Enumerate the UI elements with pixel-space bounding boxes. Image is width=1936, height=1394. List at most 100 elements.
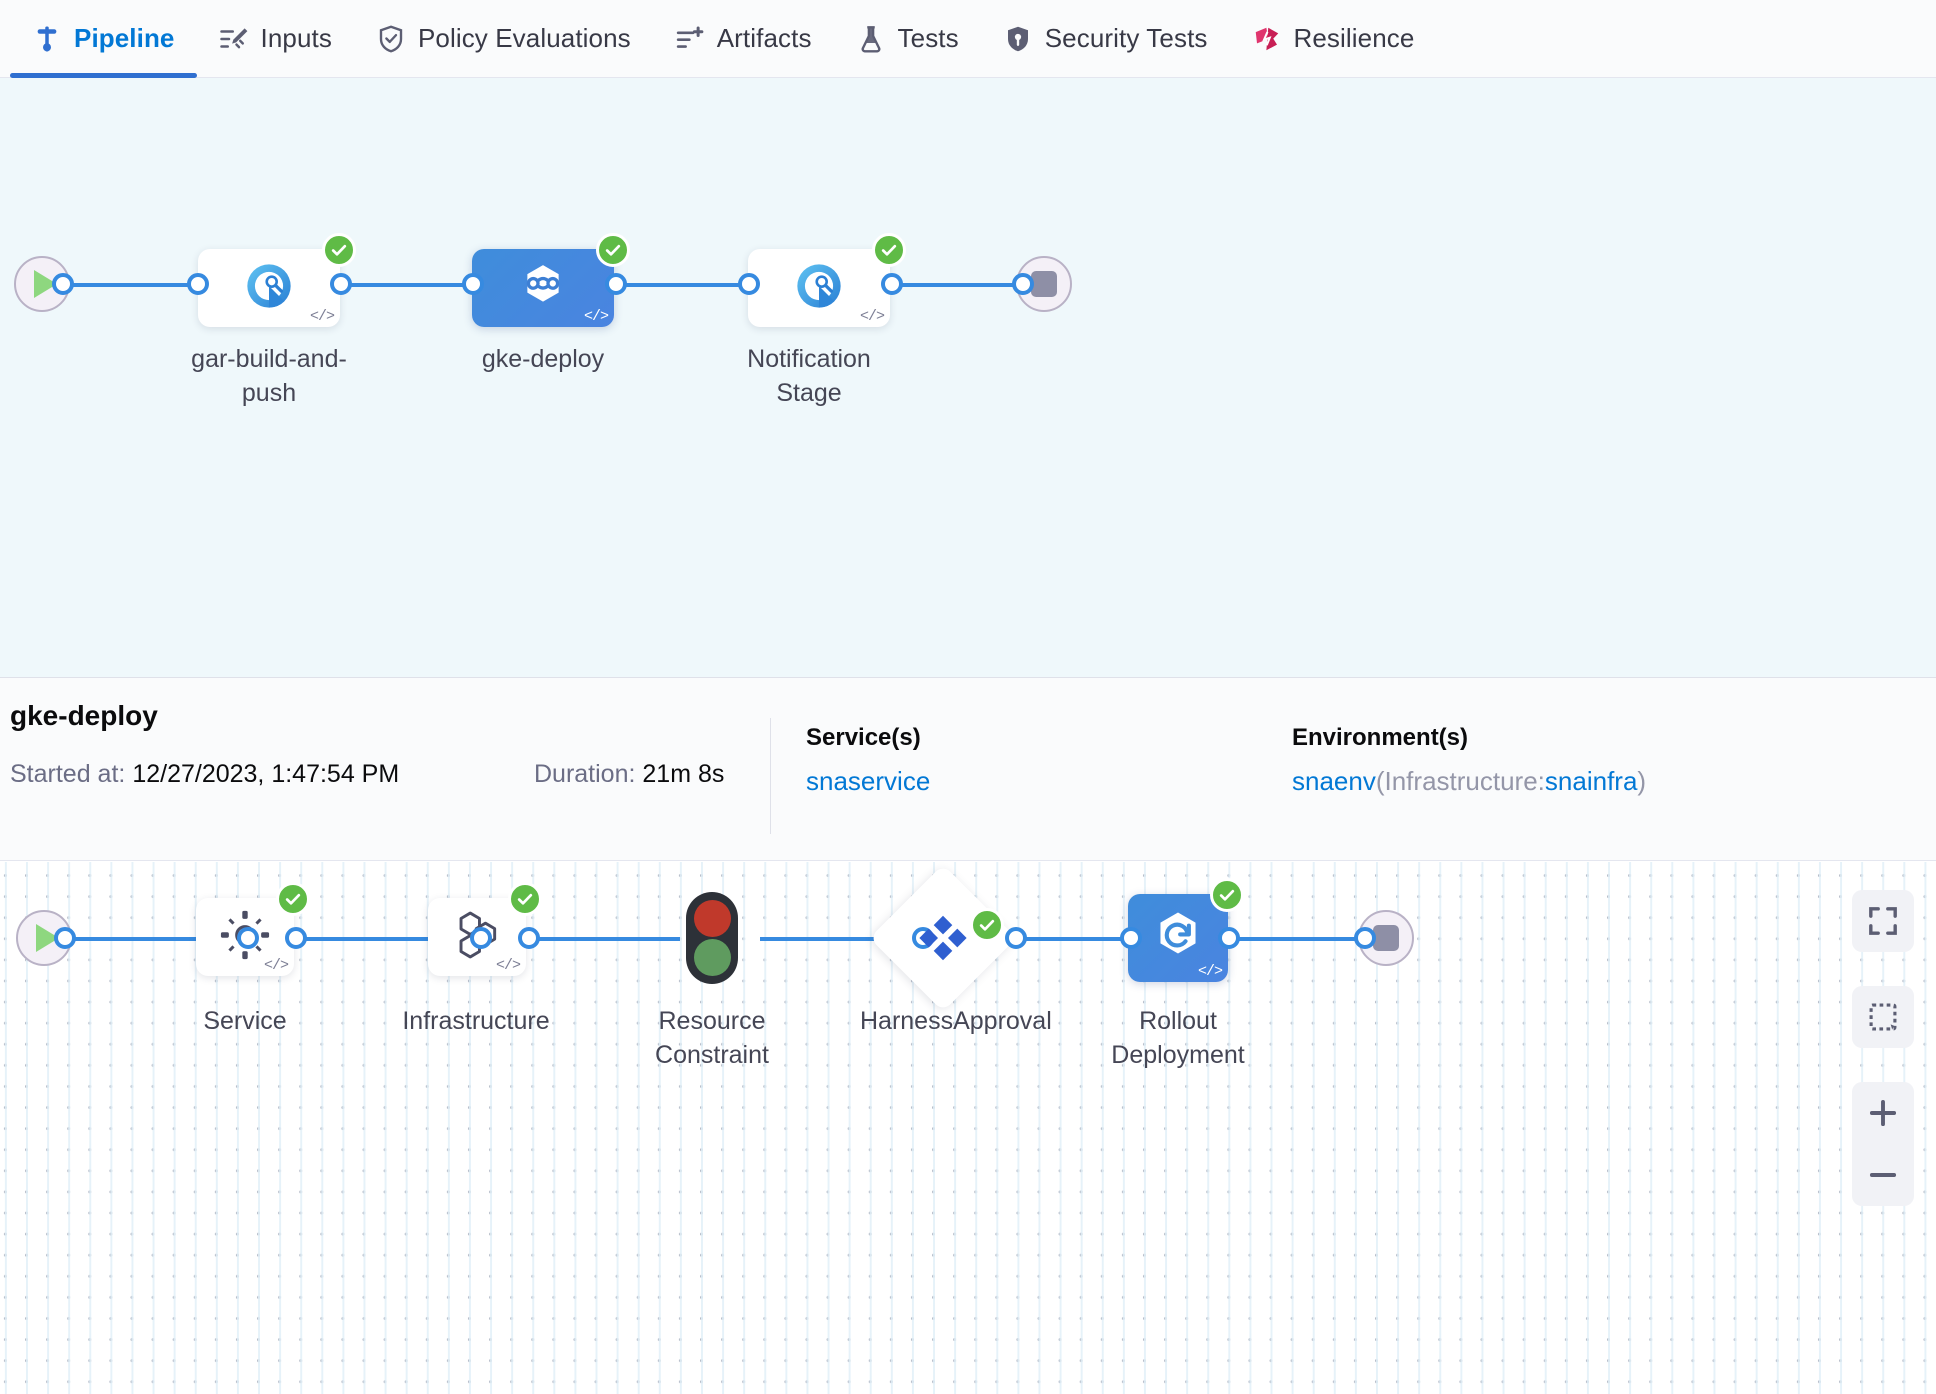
tab-pipeline[interactable]: Pipeline <box>10 0 197 78</box>
port-start-out <box>52 273 74 295</box>
tab-policy-evaluations[interactable]: Policy Evaluations <box>354 0 653 78</box>
harness-approval-icon <box>916 911 970 965</box>
edge-stage2-to-stage3 <box>615 283 860 287</box>
tab-label: Resilience <box>1293 23 1415 53</box>
duration: Duration: 21m 8s <box>534 760 724 789</box>
services-header: Service(s) <box>806 724 921 751</box>
environments-column: Environment(s) snaenv(Infrastructure:sna… <box>1292 724 1646 797</box>
port-infrastructure-in <box>470 927 492 949</box>
zoom-controls-group <box>1852 1082 1914 1206</box>
edge-stage1-to-stage2 <box>338 283 583 287</box>
port-stage3-out <box>881 273 903 295</box>
environments-header: Environment(s) <box>1292 724 1469 751</box>
tab-label: Pipeline <box>74 23 175 53</box>
port-stage2-out <box>605 273 627 295</box>
tab-security-tests[interactable]: Security Tests <box>981 0 1230 78</box>
started-at: Started at: 12/27/2023, 1:47:54 PM <box>10 760 399 789</box>
traffic-light-red-lamp <box>693 899 731 937</box>
pipeline-stage-label: Notification Stage <box>747 345 871 407</box>
duration-value: 21m 8s <box>642 760 725 788</box>
stage-details-panel <box>0 678 1936 861</box>
status-badge-success <box>322 233 356 267</box>
execution-step-rollout-deployment[interactable]: </> <box>1128 878 1244 982</box>
tab-label: Policy Evaluations <box>417 23 631 53</box>
pipeline-stage-label: gar-build-and-push <box>191 345 347 407</box>
resilience-icon <box>1252 24 1282 54</box>
pipeline-stage-gke-deploy[interactable]: </> <box>472 233 630 327</box>
minus-icon <box>1865 1157 1901 1193</box>
ci-build-icon <box>243 260 295 317</box>
ci-build-icon <box>793 260 845 317</box>
edge-start-to-service <box>50 937 245 941</box>
status-badge-success <box>508 882 542 916</box>
execution-step-label: Service <box>203 1007 287 1035</box>
status-badge-success <box>276 882 310 916</box>
tab-label: Security Tests <box>1044 23 1208 53</box>
flask-icon <box>856 24 886 54</box>
tab-bar: Pipeline Inputs Policy Evaluations <box>0 0 1936 78</box>
code-badge[interactable]: </> <box>495 957 521 974</box>
security-shield-icon <box>1003 24 1033 54</box>
execution-graph-canvas[interactable]: </> Service </> <box>0 862 1936 1394</box>
code-badge[interactable]: </> <box>583 308 609 325</box>
inputs-icon <box>219 24 249 54</box>
tab-inputs[interactable]: Inputs <box>197 0 354 78</box>
tab-resilience[interactable]: Resilience <box>1230 0 1437 78</box>
pipeline-end-node[interactable] <box>1016 256 1072 312</box>
execution-step-label: HarnessApproval <box>860 1007 1052 1035</box>
expand-icon <box>1866 904 1900 938</box>
status-badge-success <box>872 233 906 267</box>
play-icon <box>35 924 59 952</box>
edge-infrastructure-to-resource-constraint <box>528 937 680 941</box>
fit-to-screen-button[interactable] <box>1852 890 1914 952</box>
edge-approval-to-rollout <box>1013 937 1163 941</box>
stop-icon <box>1031 271 1057 297</box>
port-infrastructure-out <box>518 927 540 949</box>
selection-box-button[interactable] <box>1852 986 1914 1048</box>
tab-artifacts[interactable]: Artifacts <box>653 0 834 78</box>
port-rollout-out <box>1218 927 1240 949</box>
port-stage1-in <box>187 273 209 295</box>
execution-step-label: Infrastructure <box>402 1007 550 1035</box>
plus-icon <box>1865 1095 1901 1131</box>
tab-label: Inputs <box>260 23 332 53</box>
port-service-out <box>285 927 307 949</box>
port-rollout-in <box>1120 927 1142 949</box>
tab-label: Tests <box>897 23 959 53</box>
zoom-in-button[interactable] <box>1852 1082 1914 1144</box>
pipeline-stage-notification-stage[interactable]: </> <box>748 233 906 327</box>
rollout-deployment-icon <box>1149 907 1207 970</box>
pipeline-stage-gar-build-and-push[interactable]: </> <box>198 233 356 327</box>
port-exec-start-out <box>54 927 76 949</box>
execution-step-resource-constraint[interactable] <box>686 892 738 984</box>
pipeline-icon <box>32 24 62 54</box>
zoom-out-button[interactable] <box>1852 1144 1914 1206</box>
dashed-square-icon <box>1866 1000 1900 1034</box>
pipeline-start-node[interactable] <box>14 256 70 312</box>
tab-tests[interactable]: Tests <box>834 0 981 78</box>
play-icon <box>33 270 57 298</box>
artifacts-icon <box>675 24 705 54</box>
service-link[interactable]: snaservice <box>806 766 931 796</box>
code-badge[interactable]: </> <box>1197 963 1223 980</box>
details-divider <box>770 718 771 834</box>
environment-name[interactable]: snaenv <box>1292 766 1376 796</box>
execution-step-label: Rollout Deployment <box>1111 1007 1245 1069</box>
edge-service-to-infrastructure <box>293 937 483 941</box>
pipeline-graph-canvas[interactable]: </> gar-build-and-push </> <box>0 78 1936 678</box>
code-badge[interactable]: </> <box>309 308 335 325</box>
code-badge[interactable]: </> <box>859 308 885 325</box>
port-stage1-out <box>330 273 352 295</box>
infrastructure-name[interactable]: snainfra <box>1544 766 1638 796</box>
status-badge-success <box>970 908 1004 942</box>
infrastructure-prefix: (Infrastructure: <box>1375 766 1545 796</box>
port-approval-out <box>1005 927 1027 949</box>
port-stage3-in <box>738 273 760 295</box>
services-column: Service(s) snaservice <box>806 724 930 797</box>
edge-rollout-to-end <box>1226 937 1386 941</box>
code-badge[interactable]: </> <box>263 957 289 974</box>
environment-link[interactable]: snaenv(Infrastructure:snainfra) <box>1292 766 1646 797</box>
view-controls <box>1852 890 1914 1206</box>
tab-label: Artifacts <box>716 23 812 53</box>
status-badge-success <box>1210 878 1244 912</box>
